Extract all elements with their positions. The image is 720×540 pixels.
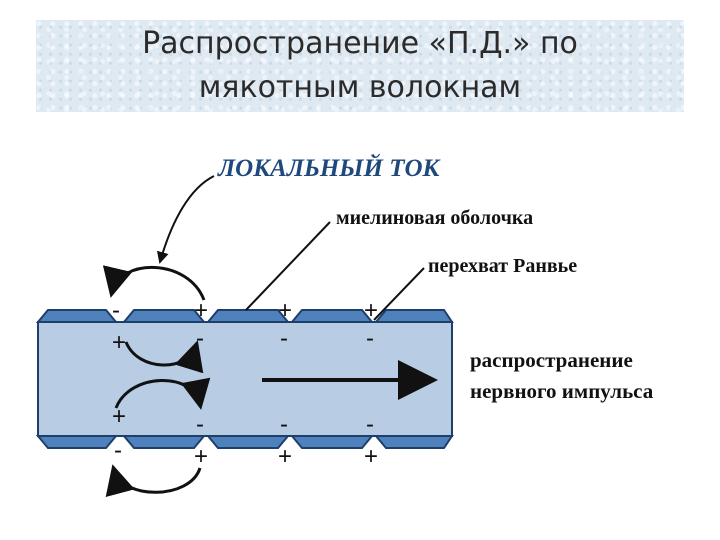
charge-plus: +: [194, 443, 208, 470]
title-line-2: мякотным волокнам: [198, 70, 522, 105]
charge-plus: +: [364, 297, 378, 324]
charge-minus: -: [196, 325, 204, 352]
charge-minus: -: [112, 297, 120, 324]
charge-plus: +: [194, 297, 208, 324]
charge-plus: +: [278, 297, 292, 324]
myelin-leader-line: [245, 221, 331, 311]
local-current-label: ЛОКАЛЬНЫЙ ТОК: [217, 153, 442, 182]
local-current-arc-upper-inner: [124, 340, 204, 374]
myelin-segment: [373, 435, 454, 449]
myelin-segment: [121, 309, 207, 323]
myelin-segment: [373, 309, 454, 323]
propagation-label-line-2: нервного импульса: [470, 379, 654, 403]
myelin-segment: [205, 435, 291, 449]
local-current-arc-top: [102, 265, 206, 301]
charge-plus: +: [278, 443, 292, 470]
local-current-arc-bottom: [105, 464, 202, 498]
myelin-bottom: [35, 435, 454, 449]
myelin-segment: [35, 309, 119, 323]
charge-minus: -: [196, 411, 204, 438]
title-line-1: Распространение «П.Д.» по: [142, 26, 578, 61]
slide-title: Распространение «П.Д.» по мякотным волок…: [36, 22, 684, 110]
myelin-segment: [35, 435, 119, 449]
local-current-arc-lower-inner: [114, 377, 211, 410]
myelin-segment: [205, 309, 291, 323]
local-current-pointer: [156, 175, 215, 264]
charge-plus: +: [112, 329, 126, 356]
myelin-segment: [289, 435, 375, 449]
charge-minus: -: [280, 325, 288, 352]
myelin-segment: [289, 309, 375, 323]
myelin-segment: [121, 435, 207, 449]
myelin-sheath-label: миелиновая оболочка: [336, 207, 533, 229]
charge-minus: -: [366, 325, 374, 352]
propagation-label-line-1: распространение: [470, 348, 633, 372]
charge-minus: -: [280, 411, 288, 438]
charge-plus: +: [364, 443, 378, 470]
title-background: [36, 20, 684, 112]
charge-minus: -: [366, 411, 374, 438]
charge-minus: -: [114, 437, 122, 464]
ranvier-leader-line: [373, 267, 425, 321]
myelin-top: [35, 309, 454, 323]
ranvier-node-label: перехват Ранвье: [428, 255, 577, 277]
charge-plus: +: [112, 403, 126, 430]
